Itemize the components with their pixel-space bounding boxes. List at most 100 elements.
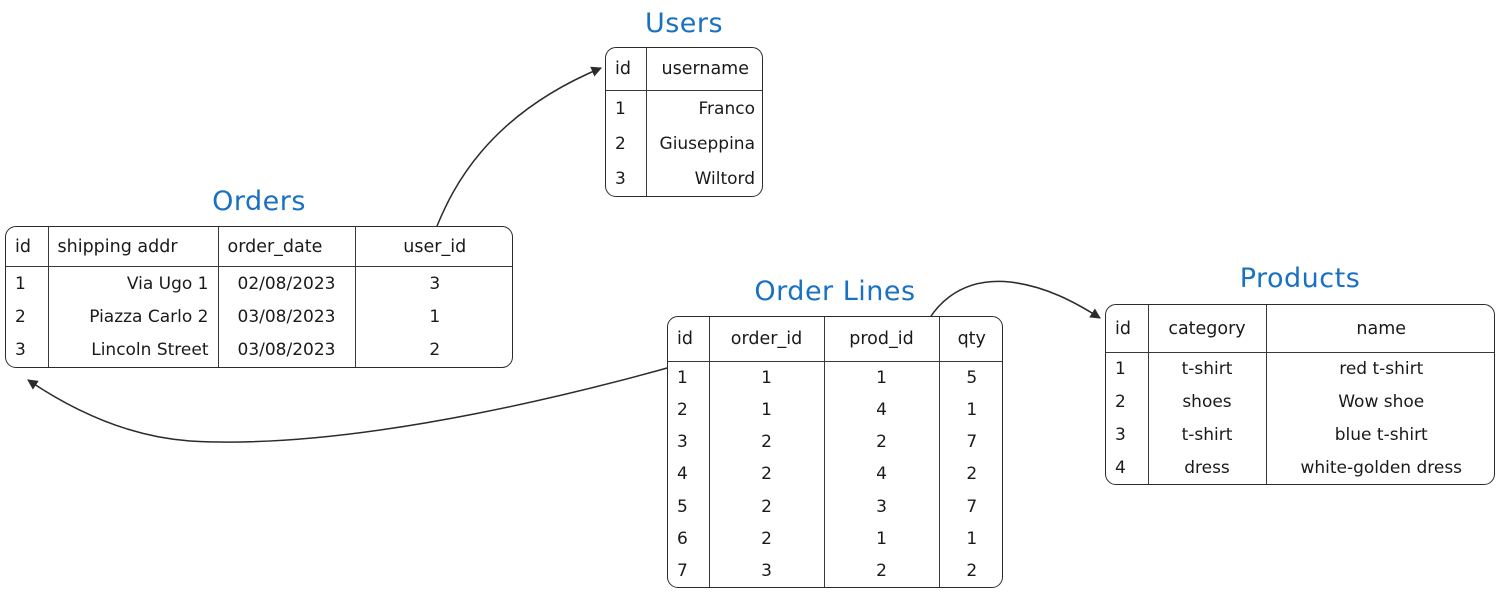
cell-order-date: 03/08/2023 <box>217 300 355 334</box>
cell-qty: 7 <box>938 426 1002 459</box>
products-col-category: category <box>1147 305 1266 353</box>
cell-name: white-golden dress <box>1265 451 1494 484</box>
cell-user-id: 2 <box>354 333 512 367</box>
cell-id: 1 <box>615 98 626 119</box>
cell-qty: 5 <box>938 361 1002 395</box>
cell-qty: 1 <box>938 394 1002 427</box>
cell-id: 2 <box>15 307 26 327</box>
table-header-row: id shipping addr order_date user_id <box>6 227 512 267</box>
cell-username: Franco <box>645 90 762 127</box>
entity-users-title: Users <box>644 8 724 39</box>
cell-prod-id: 4 <box>823 458 939 491</box>
table-row[interactable]: 2 shoes Wow shoe <box>1106 385 1494 419</box>
cell-user-id: 1 <box>354 300 512 334</box>
table-row[interactable]: 2 Piazza Carlo 2 03/08/2023 1 <box>6 300 512 334</box>
entity-products-box: id category name 1 t-shirt red t-shirt 2… <box>1105 304 1495 485</box>
cell-qty: 1 <box>938 522 1002 555</box>
cell-name: red t-shirt <box>1265 352 1494 386</box>
entity-order-lines-title: Order Lines <box>754 276 916 307</box>
order-lines-col-prod-id: prod_id <box>823 317 939 362</box>
cell-prod-id: 2 <box>823 554 939 587</box>
cell-prod-id: 3 <box>823 490 939 523</box>
cell-prod-id: 4 <box>823 394 939 427</box>
cell-order-id: 2 <box>708 426 824 459</box>
cell-user-id: 3 <box>354 266 512 301</box>
cell-order-id: 1 <box>708 394 824 427</box>
cell-prod-id: 1 <box>823 361 939 395</box>
cell-order-date: 03/08/2023 <box>217 333 355 367</box>
cell-name: Wow shoe <box>1265 385 1494 419</box>
cell-id: 3 <box>1115 424 1126 445</box>
table-row[interactable]: 2 Giuseppina <box>606 126 762 161</box>
users-col-username: username <box>645 48 762 91</box>
orders-col-order-date: order_date <box>217 227 355 267</box>
users-col-id: id <box>606 48 646 91</box>
table-row[interactable]: 1 Via Ugo 1 02/08/2023 3 <box>6 266 512 301</box>
table-row[interactable]: 1 t-shirt red t-shirt <box>1106 352 1494 386</box>
cell-order-date: 02/08/2023 <box>217 266 355 301</box>
users-table: id username 1 Franco 2 Giuseppina 3 <box>606 48 762 196</box>
orders-table: id shipping addr order_date user_id 1 Vi… <box>6 227 512 367</box>
order-lines-col-qty: qty <box>938 317 1002 362</box>
cell-order-id: 1 <box>708 361 824 395</box>
cell-shipping-addr: Piazza Carlo 2 <box>47 300 218 334</box>
entity-products-title: Products <box>1239 263 1361 294</box>
table-row[interactable]: 3 t-shirt blue t-shirt <box>1106 418 1494 452</box>
cell-id: 7 <box>677 560 688 581</box>
table-row[interactable]: 1 Franco <box>606 90 762 127</box>
cell-id: 1 <box>15 273 26 294</box>
table-row[interactable]: 4 dress white-golden dress <box>1106 451 1494 484</box>
entity-orders-title: Orders <box>212 186 306 217</box>
cell-name: blue t-shirt <box>1265 418 1494 452</box>
order-lines-col-id: id <box>668 317 709 362</box>
table-row[interactable]: 6 2 1 1 <box>668 522 1002 555</box>
table-row[interactable]: 1 1 1 5 <box>668 361 1002 395</box>
table-row[interactable]: 3 Lincoln Street 03/08/2023 2 <box>6 333 512 367</box>
table-row[interactable]: 3 2 2 7 <box>668 426 1002 459</box>
order-lines-table: id order_id prod_id qty 1 1 1 5 2 <box>668 317 1002 587</box>
table-header-row: id username <box>606 48 762 91</box>
cell-prod-id: 2 <box>823 426 939 459</box>
orders-col-id: id <box>6 227 48 267</box>
cell-id: 3 <box>615 168 626 189</box>
cell-id: 4 <box>1115 457 1126 478</box>
order-lines-col-order-id: order_id <box>708 317 824 362</box>
products-col-id: id <box>1106 305 1148 353</box>
table-row[interactable]: 7 3 2 2 <box>668 554 1002 587</box>
cell-username: Giuseppina <box>645 126 762 161</box>
cell-shipping-addr: Lincoln Street <box>47 333 218 367</box>
cell-order-id: 2 <box>708 490 824 523</box>
cell-qty: 2 <box>938 458 1002 491</box>
cell-id: 4 <box>677 464 688 485</box>
cell-category: t-shirt <box>1147 418 1266 452</box>
entity-orders-box: id shipping addr order_date user_id 1 Vi… <box>5 226 513 368</box>
cell-id: 3 <box>677 432 688 453</box>
cell-id: 1 <box>677 368 688 389</box>
cell-category: t-shirt <box>1147 352 1266 386</box>
cell-prod-id: 1 <box>823 522 939 555</box>
cell-id: 2 <box>677 400 688 421</box>
orders-col-shipping-addr: shipping addr <box>47 227 218 267</box>
cell-order-id: 2 <box>708 458 824 491</box>
table-header-row: id order_id prod_id qty <box>668 317 1002 362</box>
cell-id: 5 <box>677 496 688 517</box>
cell-id: 1 <box>1115 359 1126 380</box>
table-row[interactable]: 4 2 4 2 <box>668 458 1002 491</box>
cell-id: 6 <box>677 528 688 549</box>
table-header-row: id category name <box>1106 305 1494 353</box>
cell-qty: 7 <box>938 490 1002 523</box>
cell-order-id: 2 <box>708 522 824 555</box>
cell-qty: 2 <box>938 554 1002 587</box>
cell-id: 3 <box>15 340 26 361</box>
orders-col-user-id: user_id <box>354 227 512 267</box>
cell-category: shoes <box>1147 385 1266 419</box>
table-row[interactable]: 3 Wiltord <box>606 161 762 196</box>
table-row[interactable]: 5 2 3 7 <box>668 490 1002 523</box>
cell-shipping-addr: Via Ugo 1 <box>47 266 218 301</box>
cell-id: 2 <box>615 133 626 154</box>
entity-order-lines-box: id order_id prod_id qty 1 1 1 5 2 <box>667 316 1003 588</box>
cell-order-id: 3 <box>708 554 824 587</box>
table-row[interactable]: 2 1 4 1 <box>668 394 1002 427</box>
cell-id: 2 <box>1115 392 1126 413</box>
